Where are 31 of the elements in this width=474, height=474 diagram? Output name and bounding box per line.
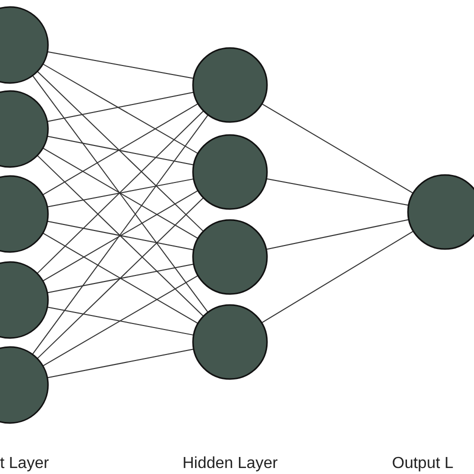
- connection-line: [42, 190, 199, 282]
- neuron-circle: [192, 219, 268, 295]
- layer-label: Hidden Layer: [182, 454, 278, 474]
- connection-line: [36, 154, 204, 317]
- connection-line: [42, 275, 199, 366]
- connection-line: [42, 64, 198, 154]
- connection-line: [266, 178, 410, 206]
- connection-line: [46, 178, 194, 208]
- connection-line: [42, 232, 199, 324]
- neuron-circle: [192, 134, 268, 210]
- connection-line: [46, 348, 194, 378]
- connection-line: [36, 110, 204, 274]
- connection-line: [42, 103, 199, 196]
- connection-line: [46, 51, 194, 79]
- connection-line: [261, 103, 414, 194]
- connection-line: [46, 92, 194, 122]
- neuron-circle: [192, 47, 268, 123]
- connection-line: [42, 148, 199, 239]
- layer-label: Output L: [392, 454, 454, 474]
- connection-line: [261, 230, 414, 324]
- connection-line: [46, 220, 194, 250]
- connection-line: [46, 264, 194, 294]
- connection-line: [36, 70, 204, 232]
- neuron-circle: [192, 304, 268, 380]
- connection-line: [32, 114, 209, 355]
- connection-line: [36, 197, 204, 360]
- connection-line: [46, 136, 194, 166]
- layer-label: t Layer: [0, 454, 49, 474]
- connection-line: [266, 219, 410, 250]
- connection-line: [46, 306, 194, 336]
- connection-line: [32, 75, 208, 313]
